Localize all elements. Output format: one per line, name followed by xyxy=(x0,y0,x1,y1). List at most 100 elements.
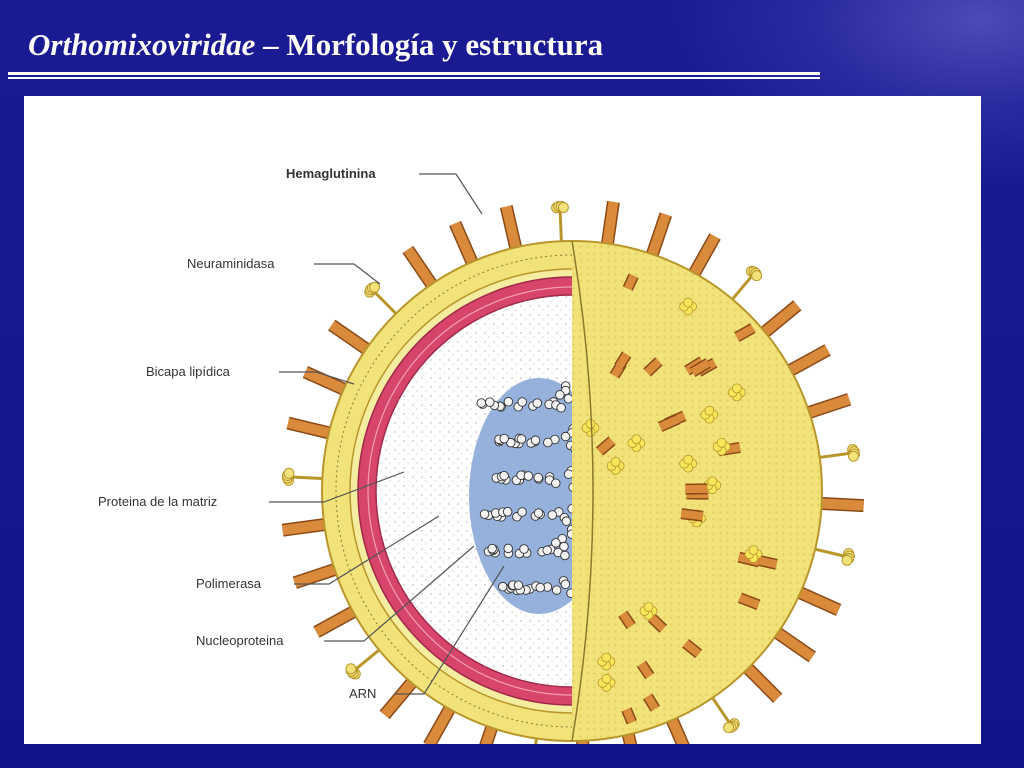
nucleoprotein-bead xyxy=(503,543,513,554)
nucleoprotein-bead xyxy=(499,470,509,481)
nucleoprotein-bead xyxy=(555,390,565,400)
nucleoprotein-bead xyxy=(517,397,527,407)
surface-neuraminidase xyxy=(606,457,625,475)
nucleoprotein-bead xyxy=(547,510,558,520)
hemagglutinin-spike xyxy=(480,722,498,744)
hemagglutinin-spike xyxy=(601,201,619,249)
envelope-exterior xyxy=(572,240,823,742)
neuraminidase-head xyxy=(745,265,763,282)
leader-lines xyxy=(269,173,505,695)
hemagglutinin-spike xyxy=(286,418,334,439)
title-rest: – Morfología y estructura xyxy=(255,27,604,62)
hemagglutinin-spike xyxy=(450,221,479,268)
nucleoprotein-bead xyxy=(535,582,546,593)
nucleoprotein-bead xyxy=(502,506,513,517)
nucleoprotein-bead xyxy=(487,543,497,554)
hemagglutinin-spike xyxy=(501,205,522,253)
nucleoprotein-bead xyxy=(517,507,527,517)
surface-neuraminidase xyxy=(744,545,763,564)
section-edge xyxy=(571,240,594,742)
surface-neuraminidase xyxy=(700,405,719,424)
nucleoprotein-bead xyxy=(530,435,541,446)
neuraminidase-head xyxy=(841,548,855,566)
hemagglutinin-spike xyxy=(646,212,671,260)
nucleoprotein-bead xyxy=(523,471,534,481)
nucleoprotein-bead xyxy=(560,550,570,561)
nucleoprotein-bead xyxy=(567,503,572,514)
nucleoprotein-bead xyxy=(499,433,509,444)
surface-neuraminidase xyxy=(597,652,616,671)
neuraminidase-stalk xyxy=(558,211,564,246)
neuraminidase-head xyxy=(551,200,569,214)
nucleoprotein-bead xyxy=(551,538,561,548)
neuraminidase-stalk xyxy=(810,546,845,558)
title-rule-top xyxy=(8,72,820,75)
nucleoprotein-bead xyxy=(570,445,572,453)
surface-neuraminidase xyxy=(679,454,698,473)
hemagglutinin-spike xyxy=(622,729,636,744)
hemagglutinin-spike xyxy=(741,662,782,702)
surface-neuraminidase xyxy=(627,434,646,453)
neuraminidase-stalk xyxy=(292,475,327,481)
title-italic: Orthomixoviridae xyxy=(28,27,256,62)
nucleoprotein-bead xyxy=(560,431,571,442)
nucleoprotein-bead xyxy=(560,579,571,590)
neuraminidase-head xyxy=(364,281,381,298)
hemagglutinin-spike xyxy=(424,703,456,744)
neuraminidase-head xyxy=(723,718,740,734)
nucleoprotein-bead xyxy=(563,469,572,480)
nucleoprotein-bead xyxy=(533,472,543,483)
label-neuraminidasa: Neuraminidasa xyxy=(187,256,275,271)
nucleoprotein-bead xyxy=(556,402,566,413)
surface-neuraminidase xyxy=(727,383,746,402)
hemagglutinin-spike xyxy=(688,233,720,279)
label-proteina-matriz: Proteina de la matriz xyxy=(98,494,217,509)
neuraminidase-head xyxy=(847,444,860,462)
nucleoprotein-bead xyxy=(566,588,572,599)
label-bicapa-lipidica: Bicapa lipídica xyxy=(146,364,231,379)
neuraminidase-stalk xyxy=(709,693,731,724)
slide-title: Orthomixoviridae – Morfología y estructu… xyxy=(28,27,603,63)
nucleoprotein-bead xyxy=(543,437,553,448)
nucleoprotein-bead xyxy=(551,478,561,489)
neuraminidase-stalk xyxy=(534,734,539,744)
surface-neuraminidase xyxy=(679,297,697,316)
surface-neuraminidase xyxy=(712,437,731,456)
hemagglutinin-spike xyxy=(784,345,831,377)
surface-neuraminidase xyxy=(581,419,600,437)
neuraminidase-head xyxy=(281,467,295,486)
virus-diagram: Hemaglutinina Neuraminidasa Bicapa lipíd… xyxy=(98,166,864,744)
hemagglutinin-spike xyxy=(303,367,350,396)
hemagglutinin-spike xyxy=(817,498,864,511)
label-arn: ARN xyxy=(349,686,376,701)
neuraminidase-stalk xyxy=(373,291,400,318)
hemagglutinin-spike xyxy=(665,714,689,744)
hemagglutinin-spike xyxy=(771,626,816,662)
surface-neuraminidase xyxy=(639,602,658,620)
nucleoprotein-bead xyxy=(485,397,495,407)
hemagglutinin-spike xyxy=(794,586,841,615)
label-polimerasa: Polimerasa xyxy=(196,576,262,591)
label-nucleoproteina: Nucleoproteina xyxy=(196,633,284,648)
nucleoprotein-bead xyxy=(533,508,544,518)
hemagglutinin-spike xyxy=(403,246,438,291)
nucleoprotein-bead xyxy=(476,398,487,408)
nucleoprotein-bead xyxy=(479,509,490,519)
hemagglutinin-spike xyxy=(281,519,329,536)
nucleoprotein-bead xyxy=(497,581,508,592)
nucleoprotein-bead xyxy=(561,516,572,526)
hemagglutinin-spike xyxy=(803,394,851,419)
hemagglutinin-spike xyxy=(293,563,341,588)
neuraminidase-stalk xyxy=(354,646,384,671)
surface-neuraminidase xyxy=(597,673,616,692)
neuraminidase-head xyxy=(345,663,361,680)
nucleoprotein-bead xyxy=(513,580,524,590)
nucleoprotein-bead xyxy=(532,398,543,408)
surface-spikes xyxy=(281,200,864,744)
nucleoprotein-bead xyxy=(563,393,572,404)
nucleoprotein-bead xyxy=(566,529,572,539)
nucleoprotein-bead xyxy=(516,434,527,444)
hemagglutinin-spike xyxy=(380,676,418,719)
nucleoprotein-bead xyxy=(568,482,572,492)
diagram-panel: Hemaglutinina Neuraminidasa Bicapa lipíd… xyxy=(24,96,981,744)
